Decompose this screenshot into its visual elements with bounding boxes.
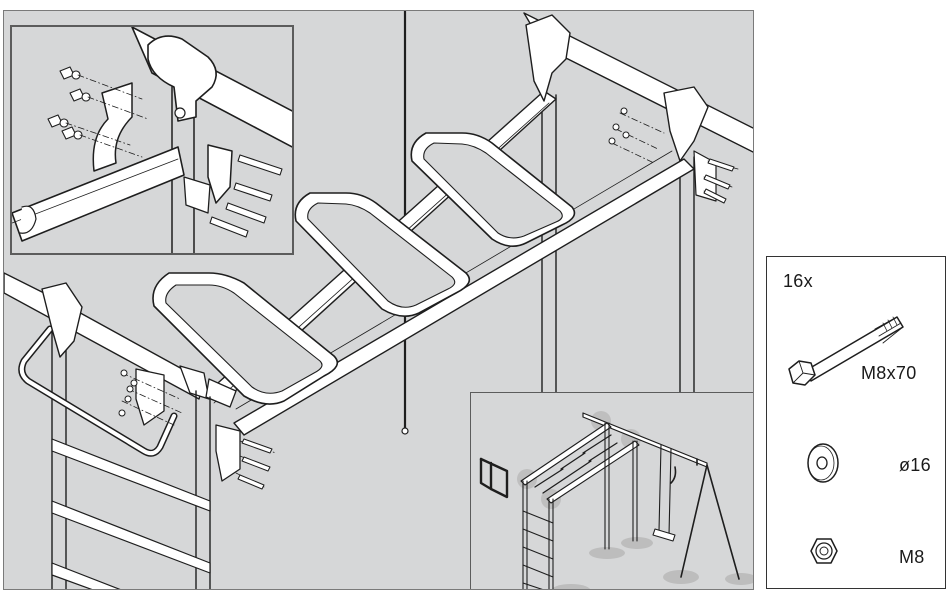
bolt-icon bbox=[788, 316, 904, 386]
left-top-bracket bbox=[41, 282, 83, 358]
detail-bolts bbox=[209, 154, 283, 238]
bracket-detail-drawing bbox=[12, 27, 292, 253]
ladder-rung-b bbox=[51, 500, 211, 574]
overview-swing-frame bbox=[680, 458, 740, 580]
top-bracket-far bbox=[525, 14, 571, 102]
hardware-legend: 16x M8x70 ø16 bbox=[766, 256, 946, 589]
monkey-bar-rail-near bbox=[233, 158, 695, 436]
ground-shadows bbox=[551, 537, 753, 589]
detail-side-clamp bbox=[207, 144, 233, 204]
overview-inset bbox=[470, 392, 753, 589]
ladder-rung-c bbox=[51, 562, 121, 589]
overview-top-beam bbox=[582, 412, 708, 468]
bolts-right bbox=[608, 107, 735, 204]
nut-icon bbox=[810, 538, 838, 564]
detail-saddle-clamp bbox=[92, 82, 133, 172]
bolts-near-left bbox=[118, 369, 273, 490]
nut-label: M8 bbox=[899, 547, 925, 567]
near-top-bracket bbox=[179, 365, 210, 400]
hardware-icons bbox=[788, 316, 904, 564]
overview-ladder bbox=[522, 510, 554, 589]
washer-icon bbox=[807, 443, 839, 483]
detail-horizontal-bar bbox=[12, 146, 185, 242]
overview-drawing bbox=[479, 411, 753, 589]
assembly-drawing bbox=[4, 11, 753, 589]
connection-highlights bbox=[517, 411, 641, 509]
overview-monkey-bars bbox=[520, 422, 640, 504]
detail-nuts bbox=[47, 66, 91, 140]
overview-handle bbox=[479, 457, 509, 499]
washer-label: ø16 bbox=[899, 455, 931, 475]
bolt-label: M8x70 bbox=[861, 363, 917, 383]
main-assembly-view bbox=[3, 10, 754, 590]
right-bracket bbox=[663, 86, 709, 162]
overview-posts bbox=[522, 422, 638, 589]
bracket-detail-inset bbox=[10, 25, 294, 255]
overview-swing bbox=[658, 444, 672, 536]
hardware-quantity: 16x bbox=[783, 271, 813, 291]
detail-tee-connector bbox=[147, 35, 217, 122]
ladder-rung-a bbox=[51, 438, 211, 512]
